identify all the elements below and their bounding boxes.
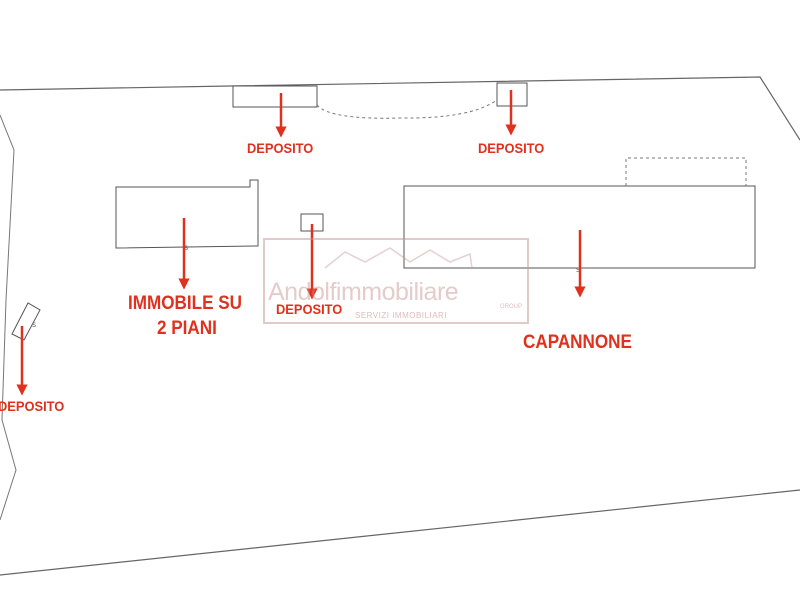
label-immobile-line2: 2 PIANI [157, 318, 217, 339]
dashed-courtyard-outline [316, 99, 498, 119]
immobile-building [115, 179, 259, 249]
svg-text:s: s [184, 243, 188, 252]
label-deposito-center: DEPOSITO [276, 301, 343, 317]
watermark-house-outline [324, 247, 473, 269]
deposito-left-building [11, 302, 41, 341]
deposito-top-left-building [232, 85, 318, 108]
svg-text:s: s [32, 320, 36, 329]
label-immobile-line1: IMMOBILE SU [128, 293, 243, 314]
label-deposito-top-right: DEPOSITO [478, 140, 545, 156]
watermark-group: GROUP [500, 304, 523, 310]
watermark-frame [263, 238, 529, 324]
site-boundary-left [0, 114, 17, 521]
svg-text:s: s [576, 265, 580, 274]
watermark-tagline: SERVIZI IMMOBILIARI [355, 311, 448, 320]
site-boundary [0, 76, 800, 576]
watermark-brand: Andolfimmobiliare [268, 278, 459, 306]
label-deposito-top-left: DEPOSITO [247, 140, 314, 156]
label-deposito-left: DEPOSITO [0, 398, 65, 414]
label-capannone: CAPANNONE [523, 332, 632, 353]
capannone-dashed-extension [625, 157, 747, 186]
